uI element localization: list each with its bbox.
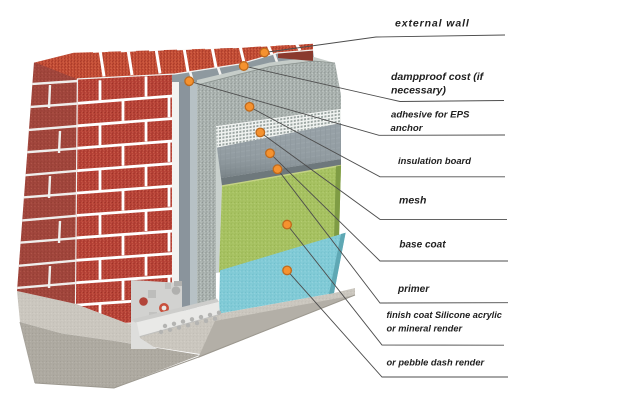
svg-text:finish coat Silicone acrylic: finish coat Silicone acrylic xyxy=(387,310,502,320)
svg-text:necessary): necessary) xyxy=(391,84,446,96)
svg-text:mesh: mesh xyxy=(399,195,426,207)
svg-text:external wall: external wall xyxy=(395,18,470,30)
svg-text:or pebble dash render: or pebble dash render xyxy=(387,358,486,368)
svg-text:primer: primer xyxy=(397,284,430,295)
svg-text:insulation board: insulation board xyxy=(398,155,471,166)
svg-text:anchor: anchor xyxy=(391,123,424,134)
svg-text:dampproof cost (if: dampproof cost (if xyxy=(391,71,485,83)
svg-text:or mineral render: or mineral render xyxy=(387,324,463,334)
svg-text:adhesive for EPS: adhesive for EPS xyxy=(391,110,470,121)
svg-text:base coat: base coat xyxy=(399,240,446,251)
